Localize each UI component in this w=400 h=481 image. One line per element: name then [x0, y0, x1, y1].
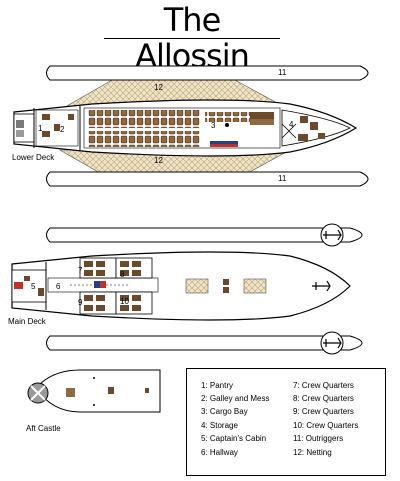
- room-number-crew-9: 9: [78, 298, 83, 307]
- room-number-crew-8: 8: [120, 270, 125, 279]
- legend-item: 10: Crew Quarters: [293, 421, 359, 430]
- legend-item: 6: Hallway: [201, 448, 238, 457]
- room-number-pantry: 1: [38, 124, 43, 133]
- legend-item: 7: Crew Quarters: [293, 381, 354, 390]
- lower-deck: [13, 65, 369, 187]
- aft-castle-hull: [35, 369, 161, 413]
- room-number-netting-bottom: 12: [154, 156, 163, 165]
- outrigger-top: [46, 65, 369, 81]
- lower-deck-label: Lower Deck: [12, 153, 55, 162]
- legend-item: 11: Outriggers: [293, 434, 344, 443]
- room-number-cargo: 3: [211, 121, 216, 130]
- room-number-galley: 2: [60, 125, 65, 134]
- room-number-outrigger-top: 11: [278, 68, 287, 77]
- outrigger-bottom: [46, 171, 369, 187]
- legend-item: 5: Captain's Cabin: [201, 434, 267, 443]
- room-number-crew-7: 7: [78, 266, 83, 275]
- legend-item: 2: Galley and Mess: [201, 394, 270, 403]
- legend-item: 8: Crew Quarters: [293, 394, 354, 403]
- anchor-icon: [320, 331, 344, 355]
- room-number-netting-top: 12: [154, 83, 163, 92]
- room-number-storage: 4: [289, 120, 294, 129]
- hatch: [243, 278, 267, 294]
- title-underline: [104, 38, 280, 39]
- main-outrigger-bottom: [46, 335, 363, 351]
- aft-castle-label: Aft Castle: [26, 424, 61, 433]
- room-number-crew-10: 10: [120, 297, 129, 306]
- legend-item: 9: Crew Quarters: [293, 407, 354, 416]
- room-number-outrigger-bottom: 11: [278, 174, 287, 183]
- main-deck: [11, 223, 363, 355]
- legend-item: 3: Cargo Bay: [201, 407, 248, 416]
- aft-castle: [27, 369, 161, 413]
- hatch: [185, 278, 209, 294]
- room-number-captains-cabin: 5: [31, 282, 36, 291]
- main-outrigger-top: [46, 227, 363, 243]
- ships-wheel-icon: [27, 382, 49, 404]
- room-number-hallway: 6: [56, 282, 61, 291]
- main-deck-label: Main Deck: [8, 317, 46, 326]
- anchor-icon: [312, 280, 331, 292]
- legend: 1: Pantry 2: Galley and Mess 3: Cargo Ba…: [186, 368, 386, 476]
- anchor-icon: [320, 223, 344, 247]
- legend-item: 1: Pantry: [201, 381, 234, 390]
- legend-item: 4: Storage: [201, 421, 238, 430]
- legend-item: 12: Netting: [293, 448, 332, 457]
